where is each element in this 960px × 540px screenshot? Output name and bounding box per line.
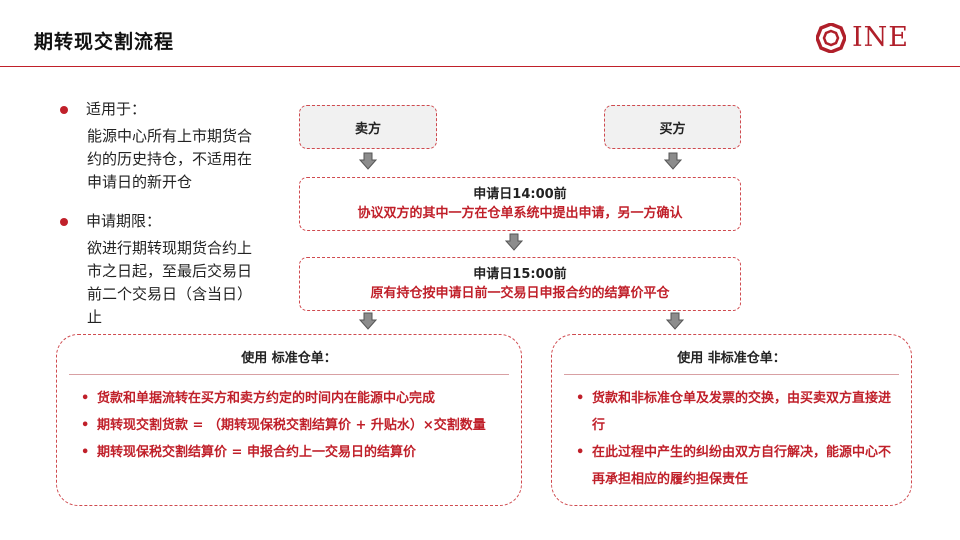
buyer-label: 买方: [659, 121, 686, 137]
down-arrow-icon: [666, 312, 684, 330]
step-apply-box: 申请日14:00前 协议双方的其中一方在仓单系统中提出申请，另一方确认: [299, 177, 741, 231]
list-item: • 货款和非标准仓单及发票的交换，由买卖双方直接进行: [576, 385, 895, 439]
down-arrow-icon: [359, 312, 377, 330]
ine-logo: INE: [816, 22, 909, 53]
standard-warrant-panel: 使用 标准仓单： • 货款和单据流转在买方和卖方约定的时间内在能源中心完成 • 期转…: [56, 334, 522, 506]
list-item: • 在此过程中产生的纠纷由双方自行解决，能源中心不再承担相应的履约担保责任: [576, 439, 895, 493]
standard-divider: [69, 374, 509, 375]
bullet-heading: 适用于：: [86, 100, 147, 118]
bullet-marker: •: [81, 418, 90, 433]
down-arrow-icon: [359, 152, 377, 170]
bullet-marker: •: [576, 391, 585, 406]
step-close-time: 申请日15:00前: [473, 267, 567, 282]
bullet-marker: •: [81, 391, 90, 406]
standard-heading: 使用 标准仓单：: [241, 351, 337, 366]
list-item: • 期转现保税交割结算价 = 申报合约上一交易日的结算价: [81, 439, 505, 466]
down-arrow-icon: [664, 152, 682, 170]
bullet-body: 欲进行期转现期货合约上市之日起，至最后交易日前二个交易日（含当日）止: [87, 239, 253, 326]
left-panel: 适用于： 能源中心所有上市期货合约的历史持仓，不适用在申请日的新开仓 申请期限：…: [60, 98, 260, 329]
list-item-text: 期转现保税交割结算价 = 申报合约上一交易日的结算价: [97, 445, 416, 460]
bullet-body: 能源中心所有上市期货合约的历史持仓，不适用在申请日的新开仓: [87, 127, 253, 191]
seller-label: 卖方: [354, 121, 381, 137]
bullet-dot: [60, 217, 68, 226]
nonstandard-divider: [564, 374, 899, 375]
step-close-box: 申请日15:00前 原有持仓按申请日前一交易日申报合约的结算价平仓: [299, 257, 741, 311]
standard-list: • 货款和单据流转在买方和卖方约定的时间内在能源中心完成 • 期转现交割货款 = （…: [57, 385, 521, 466]
list-item-text: 货款和非标准仓单及发票的交换，由买卖双方直接进行: [592, 391, 892, 433]
seller-box: 卖方: [299, 105, 437, 149]
down-arrow-icon: [505, 233, 523, 251]
list-item-text: 期转现交割货款 = （期转现保税交割结算价 + 升贴水）×交割数量: [97, 418, 486, 433]
bullet-applicability: 适用于： 能源中心所有上市期货合约的历史持仓，不适用在申请日的新开仓: [60, 98, 260, 194]
step-apply-text: 协议双方的其中一方在仓单系统中提出申请，另一方确认: [357, 206, 683, 221]
bullet-heading: 申请期限：: [86, 212, 162, 230]
bullet-marker: •: [576, 445, 585, 460]
list-item: • 货款和单据流转在买方和卖方约定的时间内在能源中心完成: [81, 385, 505, 412]
header-divider: [0, 66, 960, 67]
list-item: • 期转现交割货款 = （期转现保税交割结算价 + 升贴水）×交割数量: [81, 412, 505, 439]
list-item-text: 在此过程中产生的纠纷由双方自行解决，能源中心不再承担相应的履约担保责任: [592, 445, 892, 487]
list-item-text: 货款和单据流转在买方和卖方约定的时间内在能源中心完成: [97, 391, 436, 406]
logo-text: INE: [852, 22, 909, 53]
bullet-deadline: 申请期限： 欲进行期转现期货合约上市之日起，至最后交易日前二个交易日（含当日）止: [60, 210, 260, 329]
bullet-marker: •: [81, 445, 90, 460]
step-close-text: 原有持仓按申请日前一交易日申报合约的结算价平仓: [370, 286, 670, 301]
ine-logo-icon: [816, 22, 846, 53]
bullet-dot: [60, 105, 68, 114]
buyer-box: 买方: [604, 105, 741, 149]
nonstandard-list: • 货款和非标准仓单及发票的交换，由买卖双方直接进行 • 在此过程中产生的纠纷由双方…: [552, 385, 911, 493]
nonstandard-heading: 使用 非标准仓单：: [677, 351, 786, 366]
page-title: 期转现交割流程: [34, 31, 175, 53]
nonstandard-warrant-panel: 使用 非标准仓单： • 货款和非标准仓单及发票的交换，由买卖双方直接进行 • 在此过…: [551, 334, 912, 506]
step-apply-time: 申请日14:00前: [473, 187, 567, 202]
